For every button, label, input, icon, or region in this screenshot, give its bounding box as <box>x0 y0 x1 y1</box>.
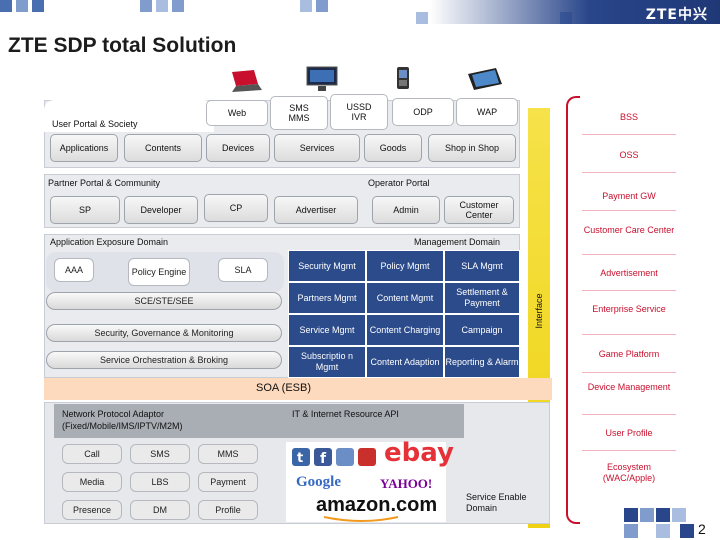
net-lbs[interactable]: LBS <box>130 472 190 492</box>
right-divider <box>582 210 676 211</box>
mgmt-security[interactable]: Security Mgmt <box>288 250 366 282</box>
right-divider <box>582 414 676 415</box>
user-portal-shop-in-shop[interactable]: Shop in Shop <box>428 134 516 162</box>
mgmt-settlement-payment[interactable]: Settlement & Payment <box>444 282 520 314</box>
right-item-advertisement[interactable]: Advertisement <box>600 268 658 278</box>
amazon-smile-icon <box>323 516 399 522</box>
net-sms[interactable]: SMS <box>130 444 190 464</box>
mgmt-reporting-alarm[interactable]: Reporting & Alarm <box>444 346 520 378</box>
network-adaptor-header <box>54 404 284 438</box>
partner-advertiser[interactable]: Advertiser <box>274 196 358 224</box>
exposure-sce[interactable]: SCE/STE/SEE <box>46 292 282 310</box>
social-icons: t f <box>292 448 376 467</box>
page-title: ZTE SDP total Solution <box>8 34 237 57</box>
right-item-game-platform[interactable]: Game Platform <box>598 349 660 359</box>
network-adaptor-title: Network Protocol Adaptor (Fixed/Mobile/I… <box>62 409 183 431</box>
net-dm[interactable]: DM <box>130 500 190 520</box>
mgmt-service[interactable]: Service Mgmt <box>288 314 366 346</box>
soa-label: SOA (ESB) <box>256 382 312 394</box>
channel-odp[interactable]: ODP <box>392 98 454 126</box>
exposure-policy-engine[interactable]: Policy Engine <box>128 258 190 286</box>
app-exposure-title: Application Exposure Domain <box>50 237 169 247</box>
operator-admin[interactable]: Admin <box>372 196 440 224</box>
ebay-logo: ebay <box>384 438 454 468</box>
operator-portal-title: Operator Portal <box>368 178 430 188</box>
right-item-enterprise-service[interactable]: Enterprise Service <box>592 304 666 314</box>
partner-cp[interactable]: CP <box>204 194 268 222</box>
net-media[interactable]: Media <box>62 472 122 492</box>
mgmt-campaign[interactable]: Campaign <box>444 314 520 346</box>
service-enable-label: Service Enable Domain <box>466 492 527 514</box>
mgmt-content-adaption[interactable]: Content Adaption <box>366 346 444 378</box>
svg-text:t: t <box>297 451 303 466</box>
channel-wap[interactable]: WAP <box>456 98 518 126</box>
facebook-icon <box>314 448 332 466</box>
page-number: 2 <box>698 521 706 537</box>
right-item-oss[interactable]: OSS <box>619 150 639 160</box>
net-payment[interactable]: Payment <box>198 472 258 492</box>
partner-portal-title: Partner Portal & Community <box>48 178 161 188</box>
right-divider <box>582 134 676 135</box>
right-divider <box>582 290 676 291</box>
right-divider <box>582 254 676 255</box>
interface-label: Interface <box>534 293 544 329</box>
mgmt-policy[interactable]: Policy Mgmt <box>366 250 444 282</box>
tv-monitor-icon <box>306 66 338 91</box>
mgmt-partners[interactable]: Partners Mgmt <box>288 282 366 314</box>
right-item-bss[interactable]: BSS <box>619 112 638 122</box>
partner-sp[interactable]: SP <box>50 196 120 224</box>
mgmt-content-charging[interactable]: Content Charging <box>366 314 444 346</box>
user-portal-tab <box>44 100 214 132</box>
yahoo-logo: YAHOO! <box>380 476 433 491</box>
right-item-ecosystem[interactable]: Ecosystem (WAC/Apple) <box>602 462 656 484</box>
amazon-logo: amazon.com <box>316 494 438 516</box>
net-profile[interactable]: Profile <box>198 500 258 520</box>
twitter-icon <box>292 448 310 466</box>
management-title: Management Domain <box>414 237 501 247</box>
right-item-customer-care-center[interactable]: Customer Care Center <box>583 225 675 235</box>
google-logo: Google <box>296 474 341 490</box>
partner-developer[interactable]: Developer <box>124 196 198 224</box>
net-presence[interactable]: Presence <box>62 500 122 520</box>
channel-web[interactable]: Web <box>206 100 268 126</box>
right-divider <box>582 372 676 373</box>
youtube-icon <box>358 448 376 466</box>
user-portal-applications[interactable]: Applications <box>50 134 118 162</box>
header-gradient <box>430 0 720 24</box>
svg-text:f: f <box>320 451 327 467</box>
right-item-device-management[interactable]: Device Management <box>587 382 671 392</box>
mgmt-sla[interactable]: SLA Mgmt <box>444 250 520 282</box>
myspace-icon <box>336 448 354 466</box>
exposure-sla[interactable]: SLA <box>218 258 268 282</box>
channel-ussd-ivr[interactable]: USSD IVR <box>330 94 388 130</box>
tablet-icon <box>468 68 502 90</box>
right-item-user-profile[interactable]: User Profile <box>605 428 653 438</box>
net-call[interactable]: Call <box>62 444 122 464</box>
it-resource-header <box>284 404 464 438</box>
channel-sms-mms[interactable]: SMS MMS <box>270 96 328 130</box>
mgmt-content[interactable]: Content Mgmt <box>366 282 444 314</box>
user-portal-devices[interactable]: Devices <box>206 134 270 162</box>
laptop-icon <box>232 70 262 92</box>
user-portal-services[interactable]: Services <box>274 134 360 162</box>
user-portal-contents[interactable]: Contents <box>124 134 202 162</box>
it-resource-title: IT & Internet Resource API <box>292 409 399 419</box>
mobile-phone-icon <box>397 67 409 89</box>
mgmt-subscription[interactable]: Subscriptio n Mgmt <box>288 346 366 378</box>
header-bar: ZTE中兴 <box>0 0 720 24</box>
exposure-security-governance[interactable]: Security, Governance & Monitoring <box>46 324 282 342</box>
user-portal-goods[interactable]: Goods <box>364 134 422 162</box>
net-mms[interactable]: MMS <box>198 444 258 464</box>
soa-bar <box>44 378 552 400</box>
user-portal-title: User Portal & Society <box>52 119 138 129</box>
exposure-orchestration[interactable]: Service Orchestration & Broking <box>46 351 282 369</box>
exposure-aaa[interactable]: AAA <box>54 258 94 282</box>
right-divider <box>582 172 676 173</box>
right-divider <box>582 334 676 335</box>
operator-customer-center[interactable]: Customer Center <box>444 196 514 224</box>
right-divider <box>582 450 676 451</box>
right-item-payment-gw[interactable]: Payment GW <box>602 191 656 201</box>
zte-logo: ZTE中兴 <box>645 7 708 23</box>
right-bracket <box>566 96 580 524</box>
